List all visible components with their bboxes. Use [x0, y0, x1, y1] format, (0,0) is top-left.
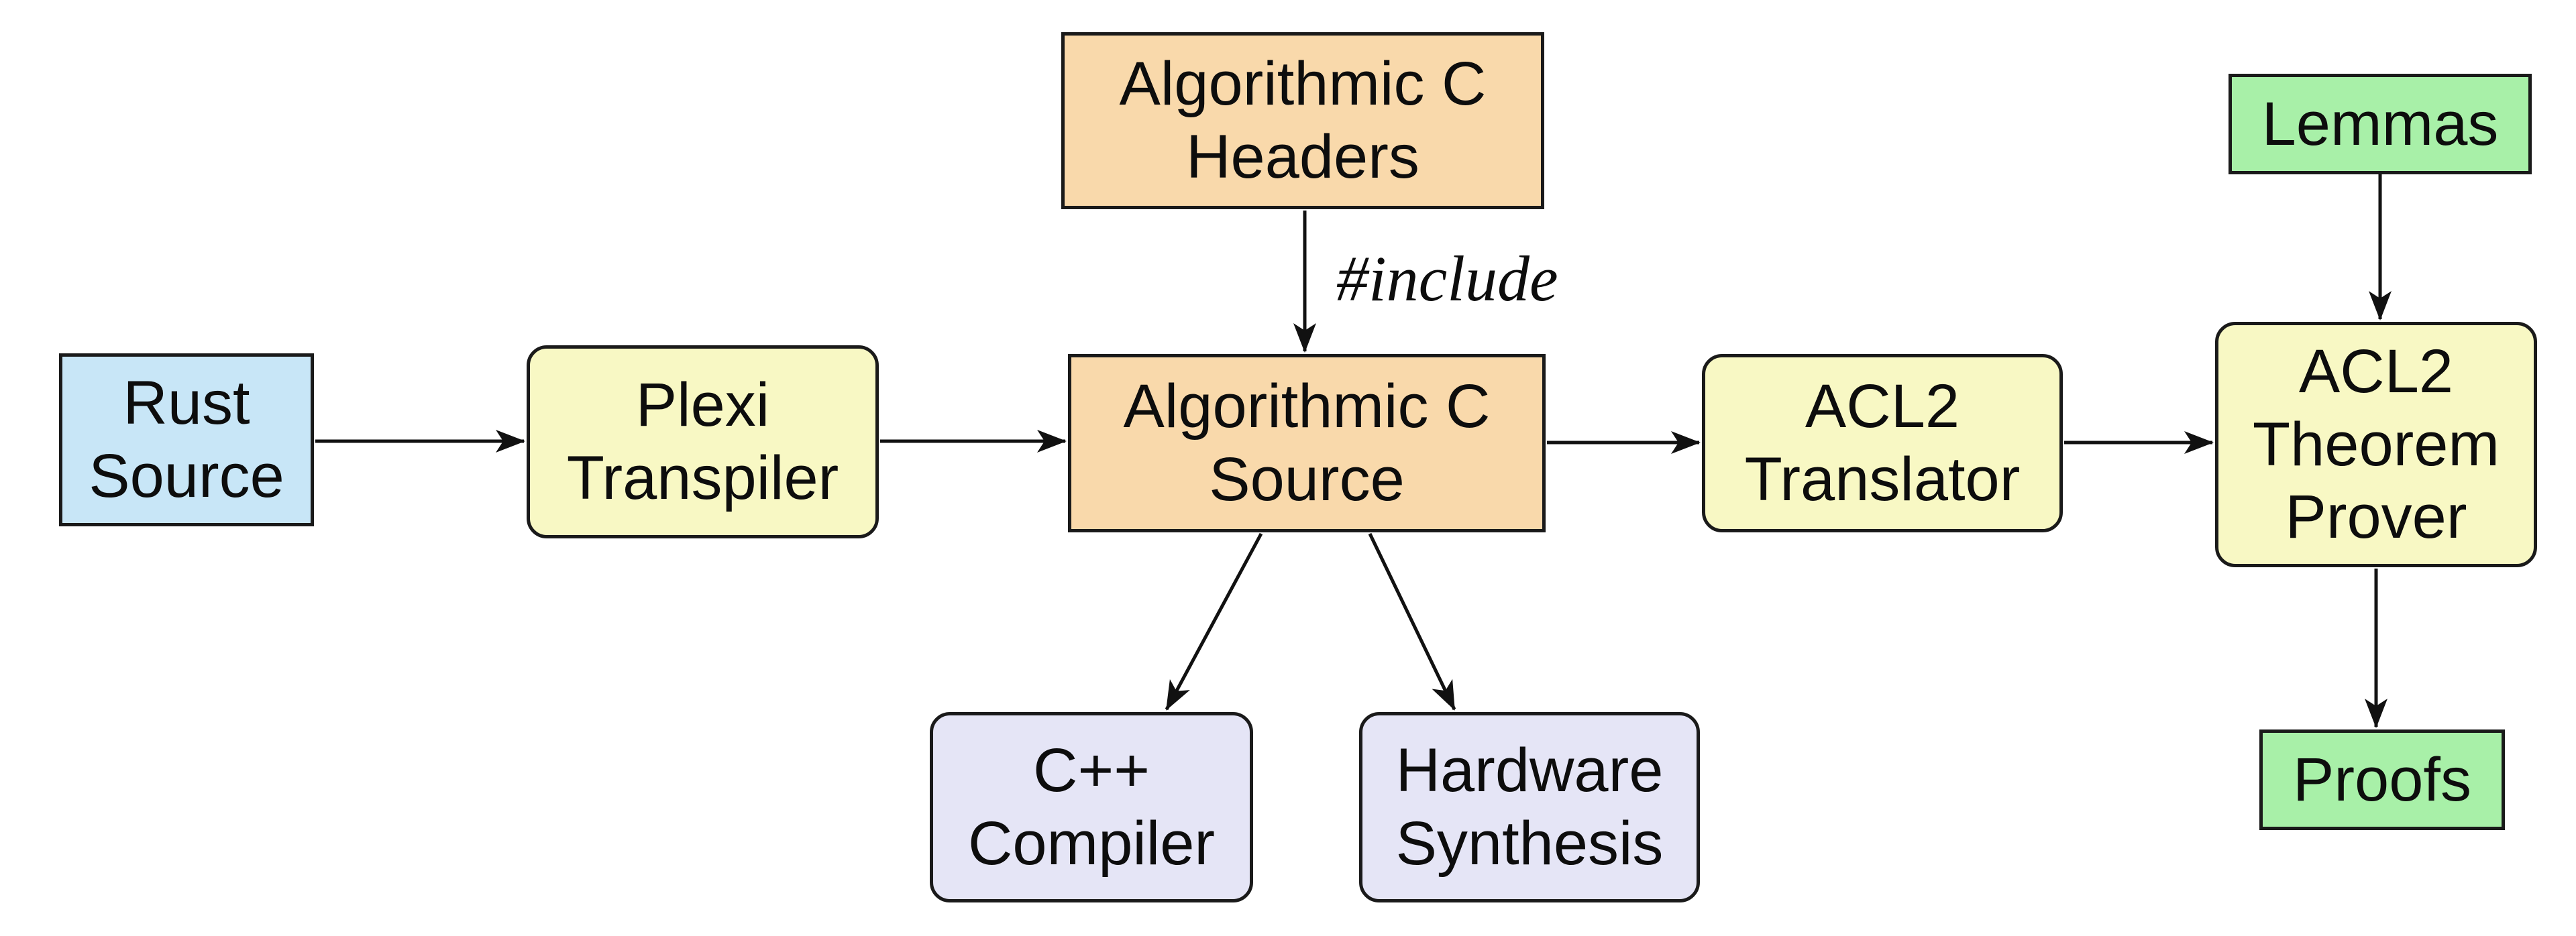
node-lemmas-label: Lemmas [2261, 89, 2499, 158]
edge-label-include: #include [1336, 243, 1558, 314]
node-rust-source: Rust Source [59, 353, 314, 526]
node-hardware-synthesis-label: Hardware Synthesis [1395, 736, 1664, 878]
node-acl2-translator: ACL2 Translator [1702, 354, 2063, 532]
node-algorithmic-c-headers-label: Algorithmic C Headers [1119, 50, 1487, 191]
arrow-source-to-hardware-synthesis [1368, 532, 1456, 711]
node-hardware-synthesis: Hardware Synthesis [1359, 712, 1700, 902]
node-lemmas: Lemmas [2229, 74, 2532, 174]
node-plexi-transpiler-label: Plexi Transpiler [566, 371, 839, 512]
node-acl2-theorem-prover: ACL2 Theorem Prover [2215, 322, 2537, 567]
node-rust-source-label: Rust Source [89, 369, 284, 510]
node-plexi-transpiler: Plexi Transpiler [527, 345, 879, 538]
node-algorithmic-c-source: Algorithmic C Source [1068, 354, 1546, 532]
node-acl2-translator-label: ACL2 Translator [1744, 372, 2021, 514]
arrow-source-to-cpp-compiler [1165, 532, 1263, 711]
node-acl2-theorem-prover-label: ACL2 Theorem Prover [2252, 337, 2500, 552]
node-proofs: Proofs [2259, 729, 2505, 830]
node-cpp-compiler: C++ Compiler [930, 712, 1253, 902]
node-cpp-compiler-label: C++ Compiler [967, 736, 1216, 878]
node-algorithmic-c-source-label: Algorithmic C Source [1123, 372, 1491, 514]
node-proofs-label: Proofs [2293, 745, 2471, 814]
node-algorithmic-c-headers: Algorithmic C Headers [1061, 32, 1544, 209]
